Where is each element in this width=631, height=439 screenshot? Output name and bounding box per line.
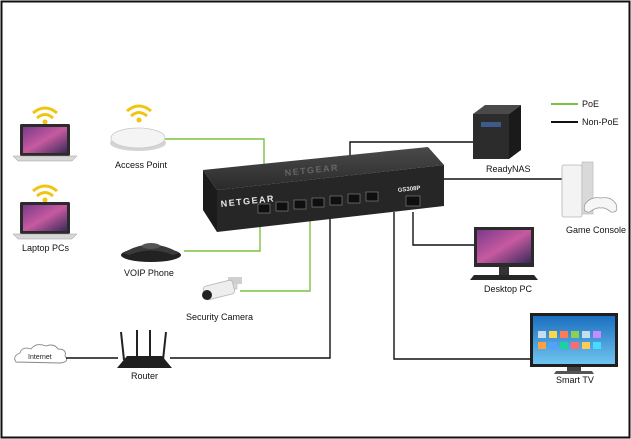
- wire-router: [170, 212, 331, 359]
- laptop-top: [12, 106, 78, 162]
- internet-label: Internet: [28, 354, 52, 361]
- wifi-icon: [32, 106, 58, 125]
- switch-side-face: [203, 170, 217, 232]
- netgear-switch: NETGEAR NETGEAR GS308P: [203, 147, 444, 232]
- security-camera-label: Security Camera: [186, 312, 253, 322]
- access-point: Access Point: [110, 104, 168, 170]
- laptop-icon: [12, 202, 78, 240]
- switch-port-3: [293, 199, 307, 210]
- router-label: Router: [131, 371, 158, 381]
- switch-model: GS308P: [398, 186, 421, 194]
- laptop-icon: [12, 124, 78, 162]
- cloud-icon: [14, 344, 68, 364]
- switch-port-4: [311, 197, 325, 208]
- legend: PoE Non-PoE: [551, 99, 619, 127]
- wire-desktop: [412, 212, 474, 246]
- smart-tv-label: Smart TV: [556, 375, 594, 385]
- switch-port-6: [347, 193, 361, 204]
- desktop-monitor-icon: [470, 227, 538, 280]
- voip-phone-label: VOIP Phone: [124, 268, 174, 278]
- wire-smart-tv: [393, 212, 530, 360]
- voip-phone: VOIP Phone: [121, 243, 181, 278]
- wifi-icon: [32, 184, 58, 203]
- security-camera: Security Camera: [186, 277, 253, 322]
- switch-port-2: [275, 201, 289, 212]
- wifi-icon: [126, 104, 152, 123]
- switch-port-8: [405, 195, 421, 207]
- switch-port-5: [329, 195, 343, 206]
- desktop-pc-label: Desktop PC: [484, 284, 533, 294]
- game-console-icon: [561, 161, 618, 218]
- poe-wire-security-camera: [240, 212, 311, 292]
- switch-ports: [257, 191, 421, 214]
- game-console-label: Game Console: [566, 225, 626, 235]
- readynas: ReadyNAS: [473, 105, 531, 174]
- switch-port-1: [257, 203, 271, 214]
- access-point-icon: [110, 127, 166, 151]
- smart-tv: Smart TV: [530, 313, 618, 385]
- nas-icon: [473, 105, 521, 159]
- conference-phone-icon: [121, 243, 181, 262]
- desktop-pc: Desktop PC: [470, 227, 538, 294]
- smart-tv-icon: [530, 313, 618, 374]
- router-icon: [117, 330, 172, 368]
- legend-poe-label: PoE: [582, 99, 599, 109]
- laptops-label: Laptop PCs: [22, 243, 70, 253]
- laptop-bottom: [12, 184, 78, 240]
- game-console: Game Console: [561, 161, 626, 235]
- legend-non-poe-label: Non-PoE: [582, 117, 619, 127]
- readynas-label: ReadyNAS: [486, 164, 531, 174]
- switch-top-face: [203, 147, 444, 190]
- switch-port-7: [365, 191, 379, 202]
- router: Router: [117, 330, 172, 381]
- access-point-label: Access Point: [115, 160, 168, 170]
- security-camera-icon: [202, 277, 242, 301]
- internet: Internet: [14, 344, 118, 364]
